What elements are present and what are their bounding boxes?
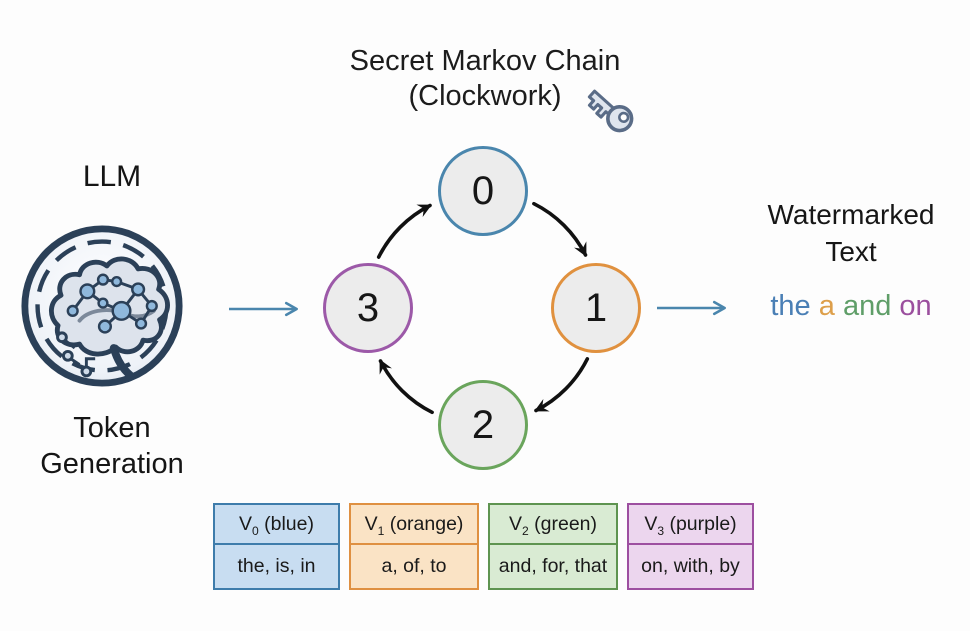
legend-color-name: (green) — [528, 513, 597, 535]
vocab-legend: V0 (blue) the, is, in V1 (orange) a, of,… — [213, 503, 754, 590]
state-node-2-label: 2 — [471, 402, 495, 447]
cycle-arrow-0-to-1 — [532, 201, 588, 257]
legend-box-v1: V1 (orange) a, of, to — [349, 503, 479, 590]
legend-symbol: V — [238, 513, 252, 535]
state-node-0-label: 0 — [471, 168, 495, 213]
state-node-0: 0 — [438, 146, 528, 236]
legend-words-v1: a, of, to — [381, 555, 447, 577]
cycle-arrow-3-to-0 — [376, 203, 432, 259]
watermarked-tokens: the a and on — [738, 290, 964, 323]
legend-box-v3: V3 (purple) on, with, by — [627, 503, 754, 590]
watermarked-text-title-line2: Text — [825, 236, 877, 267]
legend-color-name: (purple) — [664, 513, 737, 535]
state-node-1: 1 — [551, 263, 641, 353]
legend-subscript: 0 — [252, 523, 259, 538]
llm-label: LLM — [82, 160, 142, 193]
cycle-arrow-2-to-3 — [378, 359, 434, 415]
llm-caption: Token Generation — [16, 410, 208, 482]
diagram-title-line2: (Clockwork) — [408, 80, 562, 112]
legend-box-v2: V2 (green) and, for, that — [488, 503, 618, 590]
state-node-2: 2 — [438, 380, 528, 470]
watermarked-token: on — [899, 290, 932, 322]
legend-words-v2: and, for, that — [498, 555, 608, 577]
legend-header-v1: V1 (orange) — [351, 505, 477, 545]
legend-words-v0: the, is, in — [237, 555, 316, 577]
legend-header-v2: V2 (green) — [490, 505, 616, 545]
key-icon — [576, 76, 642, 142]
state-node-1-label: 1 — [584, 285, 608, 330]
state-node-3: 3 — [323, 263, 413, 353]
legend-symbol: V — [364, 513, 378, 535]
cycle-arrows — [376, 201, 590, 415]
legend-symbol: V — [508, 513, 522, 535]
watermarked-text-title-line1: Watermarked — [767, 199, 935, 230]
diagram-title-line1: Secret Markov Chain — [349, 45, 621, 77]
legend-header-v0: V0 (blue) — [215, 505, 338, 545]
diagram-title: Secret Markov Chain (Clockwork) — [295, 44, 675, 114]
legend-header-v3: V3 (purple) — [629, 505, 752, 545]
watermarked-token: and — [842, 290, 892, 322]
state-node-3-label: 3 — [356, 285, 380, 330]
legend-color-name: (blue) — [258, 513, 314, 535]
legend-box-v0: V0 (blue) the, is, in — [213, 503, 340, 590]
legend-subscript: 2 — [522, 523, 529, 538]
legend-words-v3: on, with, by — [641, 555, 740, 577]
watermarked-token: a — [818, 290, 835, 322]
brain-network-icon — [19, 223, 185, 389]
llm-caption-line1: Token — [73, 412, 151, 444]
watermarked-token: the — [770, 290, 811, 322]
legend-color-name: (orange) — [384, 513, 464, 535]
legend-subscript: 1 — [377, 523, 385, 538]
legend-symbol: V — [644, 513, 658, 535]
cycle-arrow-1-to-2 — [534, 357, 590, 413]
legend-subscript: 3 — [657, 523, 665, 538]
watermarked-text-title: Watermarked Text — [745, 196, 957, 270]
llm-caption-line2: Generation — [40, 448, 184, 480]
